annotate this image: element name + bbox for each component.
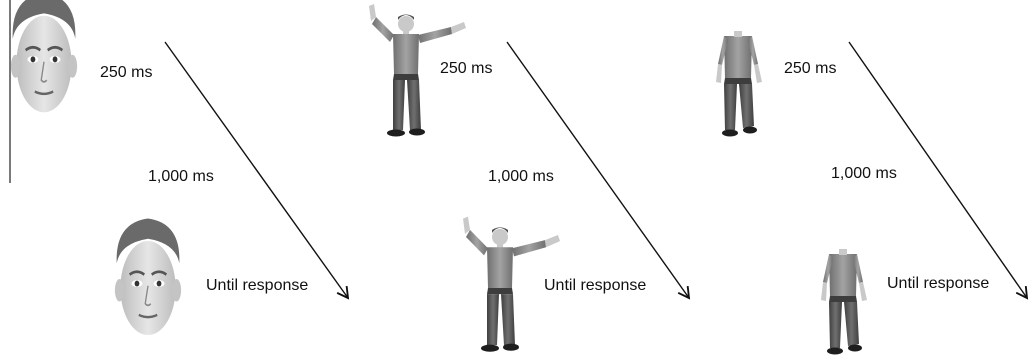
first-duration-label: 250 ms: [440, 60, 492, 77]
face-stimulus-second: [113, 217, 183, 337]
face-stimulus-first: [9, 0, 79, 114]
time-arrow: [164, 41, 350, 300]
second-duration-label: Until response: [887, 275, 989, 292]
interval-label: 1,000 ms: [831, 165, 897, 182]
headless-body-stimulus-second: [821, 249, 867, 355]
panel-headless-body: 250 ms 1,000 ms Until response: [716, 31, 1029, 355]
second-duration-label: Until response: [544, 277, 646, 294]
panel-body: 250 ms 1,000 ms Until response: [369, 4, 691, 352]
headless-body-stimulus-first: [716, 31, 762, 137]
time-arrow: [848, 41, 1029, 300]
panel-face: 250 ms 1,000 ms Until response: [9, 0, 350, 337]
interval-label: 1,000 ms: [488, 168, 554, 185]
interval-label: 1,000 ms: [148, 168, 214, 185]
second-duration-label: Until response: [206, 277, 308, 294]
first-duration-label: 250 ms: [784, 60, 836, 77]
time-arrow: [506, 41, 691, 300]
first-duration-label: 250 ms: [100, 64, 152, 81]
